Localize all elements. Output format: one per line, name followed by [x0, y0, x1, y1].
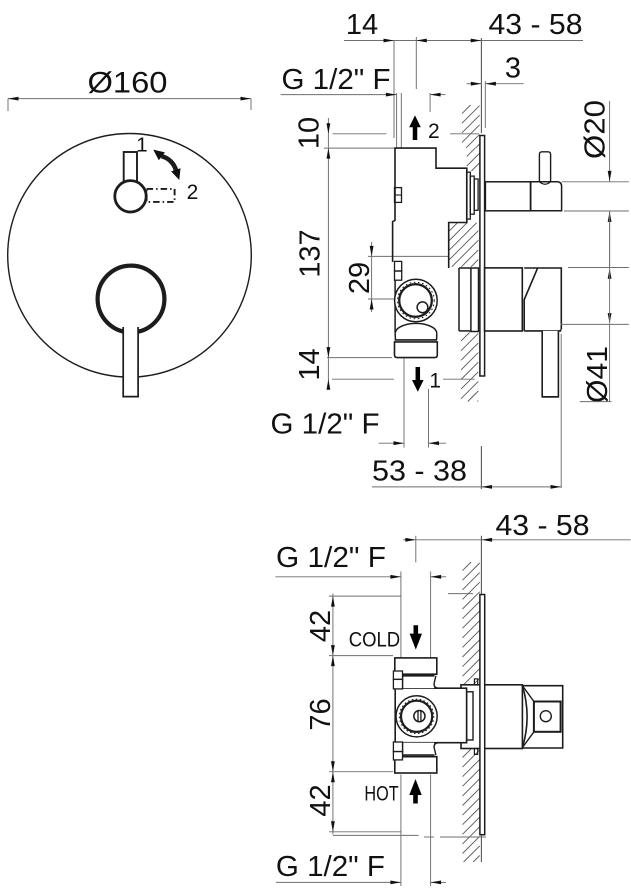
svg-text:53 - 38: 53 - 38	[372, 456, 467, 488]
svg-text:Ø41: Ø41	[582, 346, 614, 403]
svg-text:10: 10	[294, 117, 326, 149]
svg-text:42: 42	[305, 784, 337, 816]
svg-text:G 1/2" F: G 1/2" F	[282, 64, 391, 96]
svg-text:G 1/2" F: G 1/2" F	[276, 542, 386, 574]
svg-text:76: 76	[305, 698, 337, 730]
svg-text:COLD: COLD	[349, 629, 401, 652]
svg-text:2: 2	[428, 120, 440, 143]
svg-text:G 1/2" F: G 1/2" F	[276, 851, 385, 883]
svg-text:2: 2	[187, 181, 199, 204]
svg-text:14: 14	[346, 9, 378, 41]
svg-text:G 1/2" F: G 1/2" F	[271, 409, 380, 441]
svg-text:Ø160: Ø160	[88, 67, 168, 100]
svg-text:14: 14	[294, 348, 326, 380]
svg-text:3: 3	[505, 53, 521, 85]
svg-text:43 - 58: 43 - 58	[489, 9, 583, 41]
svg-text:HOT: HOT	[364, 782, 398, 805]
svg-text:137: 137	[295, 229, 327, 277]
svg-text:42: 42	[305, 610, 337, 642]
svg-text:1: 1	[136, 133, 147, 156]
svg-text:29: 29	[344, 262, 376, 294]
svg-text:1: 1	[429, 370, 441, 393]
svg-text:43 - 58: 43 - 58	[496, 510, 590, 542]
svg-text:Ø20: Ø20	[580, 100, 612, 159]
